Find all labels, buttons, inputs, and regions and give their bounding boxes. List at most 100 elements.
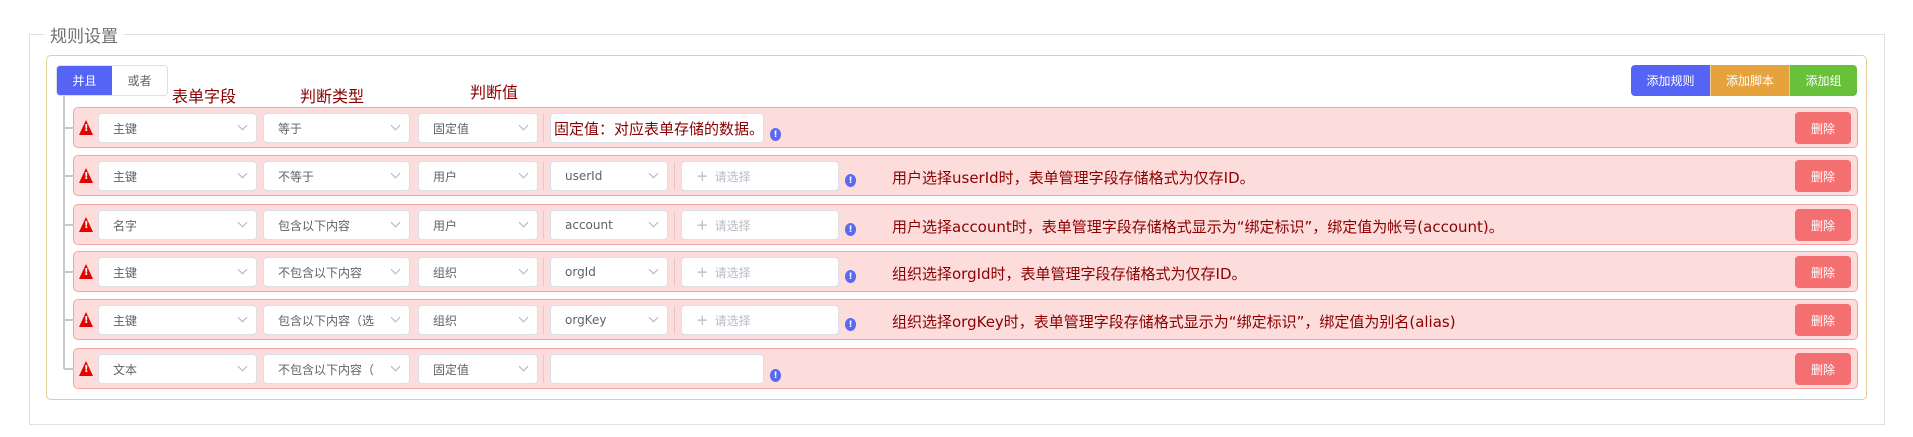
field-select[interactable]: 主键 xyxy=(98,113,257,143)
chevron-down-icon xyxy=(390,120,401,131)
field-select[interactable]: 主键 xyxy=(98,161,257,191)
tree-connector xyxy=(64,224,74,226)
tree-connector xyxy=(64,175,74,177)
plus-icon: + xyxy=(696,167,709,185)
chevron-down-icon xyxy=(390,264,401,275)
chevron-down-icon xyxy=(518,120,529,131)
rule-group-box xyxy=(46,55,1867,400)
info-icon[interactable]: ! xyxy=(770,369,781,382)
delete-button[interactable]: 删除 xyxy=(1795,112,1851,144)
warning-icon: ! xyxy=(79,168,93,183)
divider xyxy=(543,211,544,239)
field-select[interactable]: 主键 xyxy=(98,305,257,335)
label-form-field: 表单字段 xyxy=(172,87,237,106)
value-source-select[interactable]: 固定值 xyxy=(418,354,538,384)
chevron-down-icon xyxy=(518,361,529,372)
chevron-down-icon xyxy=(648,217,659,228)
chevron-down-icon xyxy=(390,168,401,179)
info-icon[interactable]: ! xyxy=(845,174,856,187)
info-icon[interactable]: ! xyxy=(845,270,856,283)
divider xyxy=(674,211,675,239)
warning-icon: ! xyxy=(79,264,93,279)
chevron-down-icon xyxy=(518,264,529,275)
and-button[interactable]: 并且 xyxy=(57,66,112,95)
info-icon[interactable]: ! xyxy=(770,128,781,141)
value-source-select[interactable]: 组织 xyxy=(418,257,538,287)
field-select[interactable]: 文本 xyxy=(98,354,257,384)
chevron-down-icon xyxy=(237,264,248,275)
warning-icon: ! xyxy=(79,217,93,232)
chevron-down-icon xyxy=(648,264,659,275)
tree-connector xyxy=(64,127,74,129)
operator-select[interactable]: 不包含以下内容（ xyxy=(263,354,410,384)
add-rule-button[interactable]: 添加规则 xyxy=(1631,65,1710,96)
operator-select[interactable]: 不包含以下内容 xyxy=(263,257,410,287)
operator-select[interactable]: 包含以下内容（选 xyxy=(263,305,410,335)
info-icon[interactable]: ! xyxy=(845,318,856,331)
value-picker[interactable]: +请选择 xyxy=(681,305,839,335)
key-select[interactable]: orgId xyxy=(550,257,668,287)
chevron-down-icon xyxy=(237,217,248,228)
value-source-select[interactable]: 用户 xyxy=(418,161,538,191)
chevron-down-icon xyxy=(390,312,401,323)
chevron-down-icon xyxy=(518,217,529,228)
tree-connector xyxy=(64,319,74,321)
delete-button[interactable]: 删除 xyxy=(1795,160,1851,192)
divider xyxy=(674,306,675,334)
warning-icon: ! xyxy=(79,312,93,327)
rule-settings-fieldset xyxy=(29,34,1885,425)
divider xyxy=(543,162,544,190)
add-script-button[interactable]: 添加脚本 xyxy=(1710,65,1789,96)
value-picker[interactable]: +请选择 xyxy=(681,161,839,191)
value-source-select[interactable]: 固定值 xyxy=(418,113,538,143)
divider xyxy=(543,114,544,142)
delete-button[interactable]: 删除 xyxy=(1795,256,1851,288)
warning-icon: ! xyxy=(79,361,93,376)
field-select[interactable]: 名字 xyxy=(98,210,257,240)
rule-row: ! 主键 不等于 用户 userId +请选择 ! 用户选择userId时，表单… xyxy=(64,155,1858,196)
operator-select[interactable]: 等于 xyxy=(263,113,410,143)
or-button[interactable]: 或者 xyxy=(112,66,167,95)
rule-row: ! 主键 包含以下内容（选 组织 orgKey +请选择 ! 组织选择orgKe… xyxy=(64,299,1858,340)
logic-toggle: 并且 或者 xyxy=(56,65,168,96)
delete-button[interactable]: 删除 xyxy=(1795,353,1851,385)
key-select[interactable]: userId xyxy=(550,161,668,191)
operator-select[interactable]: 包含以下内容 xyxy=(263,210,410,240)
value-picker[interactable]: +请选择 xyxy=(681,210,839,240)
chevron-down-icon xyxy=(390,217,401,228)
tree-connector xyxy=(64,368,74,370)
value-picker[interactable]: +请选择 xyxy=(681,257,839,287)
field-select[interactable]: 主键 xyxy=(98,257,257,287)
plus-icon: + xyxy=(696,263,709,281)
divider xyxy=(543,355,544,383)
value-source-select[interactable]: 用户 xyxy=(418,210,538,240)
chevron-down-icon xyxy=(237,361,248,372)
rule-row: ! 名字 包含以下内容 用户 account +请选择 ! 用户选择accoun… xyxy=(64,204,1858,245)
fixed-value-input[interactable] xyxy=(550,354,764,384)
fixed-value-input[interactable]: 固定值：对应表单存储的数据。 xyxy=(550,113,764,143)
chevron-down-icon xyxy=(237,312,248,323)
delete-button[interactable]: 删除 xyxy=(1795,209,1851,241)
chevron-down-icon xyxy=(237,120,248,131)
divider xyxy=(543,306,544,334)
operator-select[interactable]: 不等于 xyxy=(263,161,410,191)
info-icon[interactable]: ! xyxy=(845,223,856,236)
chevron-down-icon xyxy=(648,312,659,323)
value-source-select[interactable]: 组织 xyxy=(418,305,538,335)
chevron-down-icon xyxy=(518,312,529,323)
label-judge-value: 判断值 xyxy=(470,83,519,102)
rule-row: ! 主键 等于 固定值 固定值：对应表单存储的数据。 !删除 xyxy=(64,107,1858,148)
annotation-note: 组织选择orgId时，表单管理字段存储格式为仅存ID。 xyxy=(892,265,1247,283)
chevron-down-icon xyxy=(648,168,659,179)
label-judge-type: 判断类型 xyxy=(300,87,365,106)
add-buttons: 添加规则 添加脚本 添加组 xyxy=(1631,65,1857,96)
add-group-button[interactable]: 添加组 xyxy=(1789,65,1857,96)
tree-line xyxy=(63,96,65,369)
divider xyxy=(674,258,675,286)
delete-button[interactable]: 删除 xyxy=(1795,304,1851,336)
fieldset-legend: 规则设置 xyxy=(44,22,124,47)
key-select[interactable]: orgKey xyxy=(550,305,668,335)
divider xyxy=(674,162,675,190)
plus-icon: + xyxy=(696,311,709,329)
key-select[interactable]: account xyxy=(550,210,668,240)
